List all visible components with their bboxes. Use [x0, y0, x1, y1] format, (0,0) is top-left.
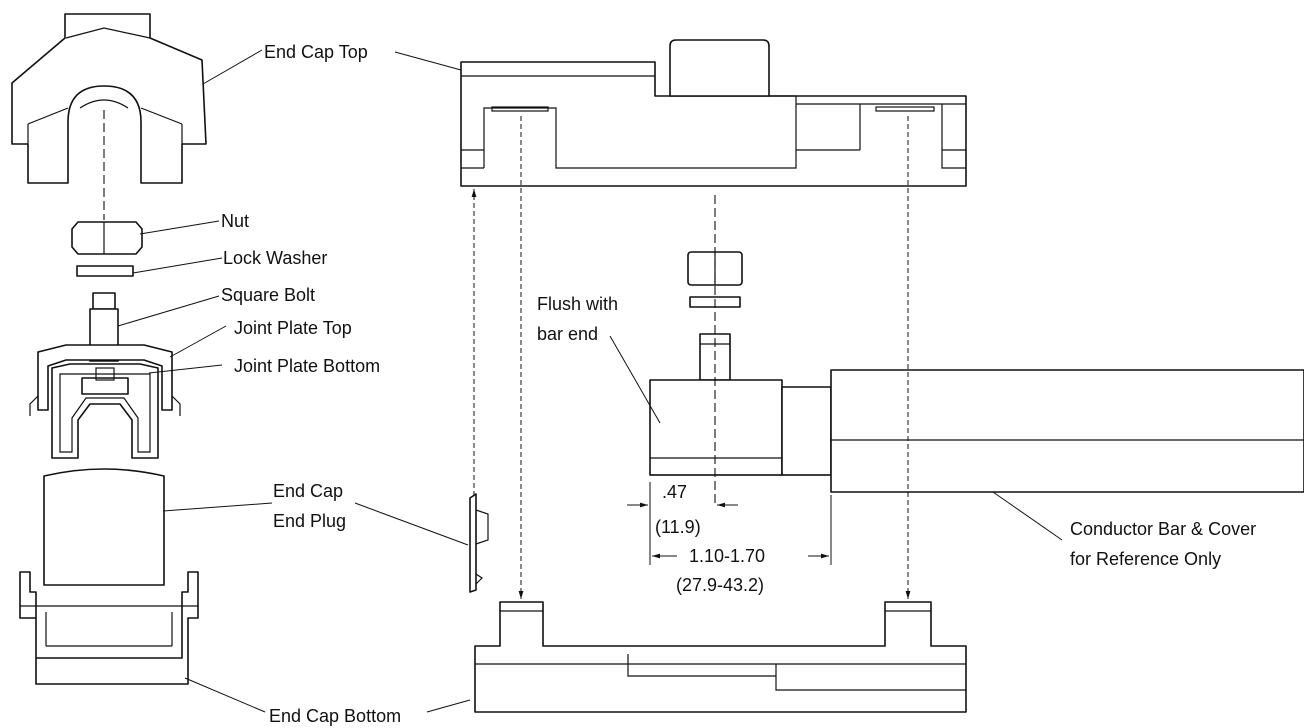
end-plug-exploded [43, 468, 165, 586]
label-nut: Nut [221, 211, 249, 231]
end-plug-side [469, 493, 489, 593]
nut-exploded [71, 221, 143, 255]
label-flush-2: bar end [537, 324, 598, 344]
dim-range-mm: (27.9-43.2) [676, 575, 764, 595]
conductor-bar-cover [649, 369, 1304, 493]
dim-range-in: 1.10-1.70 [689, 546, 765, 566]
end-cap-bottom-section [474, 601, 967, 713]
end-cap-top-exploded [11, 13, 207, 184]
dimension-lines [627, 482, 832, 565]
leader-lines [117, 49, 1063, 713]
joint-plate-exploded [29, 344, 181, 459]
end-cap-bottom-exploded [19, 571, 199, 685]
label-end-cap-bottom: End Cap Bottom [269, 706, 401, 726]
dim-offset-in: .47 [662, 482, 687, 502]
dim-offset-mm: (11.9) [655, 517, 701, 537]
label-conductor-2: for Reference Only [1070, 549, 1221, 569]
label-end-cap-top: End Cap Top [264, 42, 368, 62]
lock-washer-exploded [76, 265, 134, 277]
label-square-bolt: Square Bolt [221, 285, 315, 305]
assembly-direction-arrows [471, 116, 911, 599]
label-joint-plate-bottom: Joint Plate Bottom [234, 356, 380, 376]
label-end-cap-end-plug-1: End Cap [273, 481, 343, 501]
label-joint-plate-top: Joint Plate Top [234, 318, 352, 338]
label-flush-1: Flush with [537, 294, 618, 314]
label-lock-washer: Lock Washer [223, 248, 327, 268]
end-cap-top-section [460, 39, 967, 187]
label-end-cap-end-plug-2: End Plug [273, 511, 346, 531]
label-conductor-1: Conductor Bar & Cover [1070, 519, 1256, 539]
